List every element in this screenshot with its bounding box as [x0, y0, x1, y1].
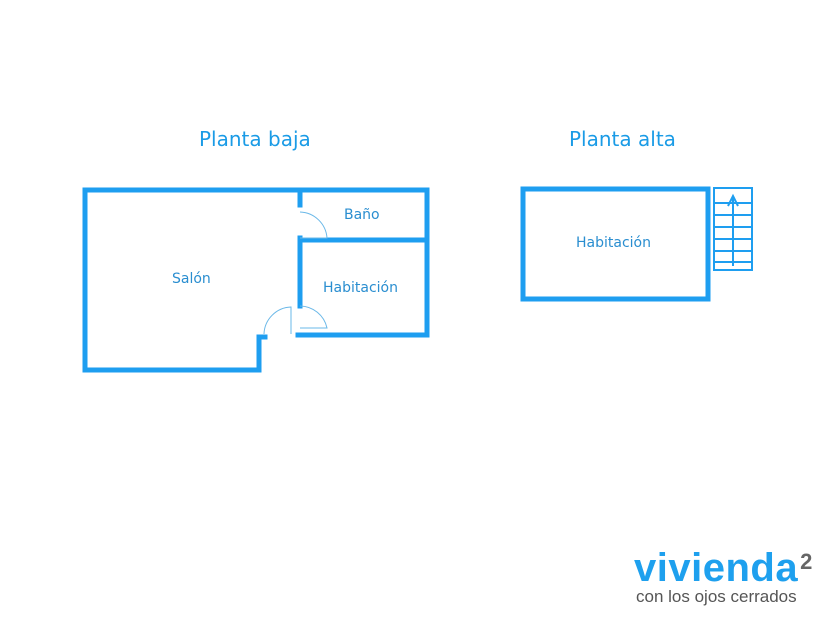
- logo: vivienda2 con los ojos cerrados: [634, 548, 813, 606]
- room-label-upper-habitacion: Habitación: [576, 235, 651, 251]
- bedroom-door-swing: [299, 305, 328, 329]
- ground-floor-title: Planta baja: [199, 127, 311, 151]
- entry-door-swing: [263, 306, 292, 335]
- logo-tagline: con los ojos cerrados: [636, 587, 797, 606]
- upper-floor-room-wall: [520, 186, 711, 302]
- bath-door-swing: [299, 211, 328, 239]
- logo-brand-text: vivienda: [634, 546, 799, 590]
- logo-superscript: 2: [800, 549, 813, 574]
- salon-wall: [82, 187, 303, 373]
- stairs-icon: [713, 187, 753, 271]
- room-label-bano: Baño: [344, 207, 380, 223]
- room-label-habitacion: Habitación: [323, 280, 398, 296]
- room-label-salon: Salón: [172, 271, 211, 287]
- upper-floor-title: Planta alta: [569, 127, 676, 151]
- ground-floor-outer-wall: [295, 187, 430, 338]
- logo-brand: vivienda2: [634, 548, 813, 588]
